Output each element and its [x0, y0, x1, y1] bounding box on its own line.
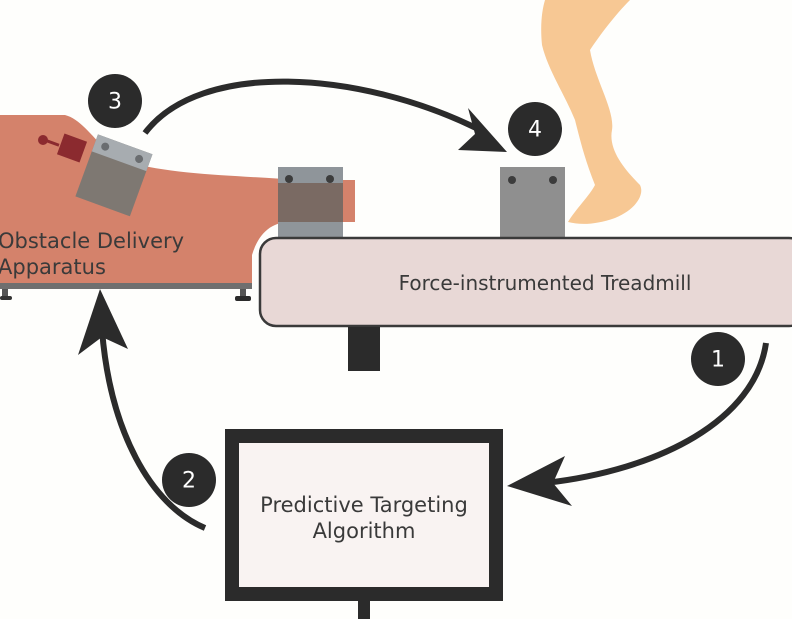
apparatus-foot-left-pad	[0, 296, 12, 300]
apparatus-foot-right	[240, 289, 246, 297]
step-badge-4: 4	[508, 102, 562, 156]
apparatus-label-line2: Apparatus	[0, 255, 106, 279]
actuator-block	[56, 133, 88, 163]
actuator-rod	[45, 139, 60, 147]
apparatus-label-line1: Obstacle Delivery	[0, 229, 184, 253]
svg-text:3: 3	[108, 90, 122, 115]
treadmill-body	[258, 236, 792, 328]
svg-text:4: 4	[528, 118, 542, 143]
algorithm-label-line2: Algorithm	[313, 519, 416, 543]
step-badge-1: 1	[691, 332, 745, 386]
obstacle-on-treadmill	[500, 167, 565, 239]
step-badge-3: 3	[88, 74, 142, 128]
apparatus-body	[0, 115, 355, 285]
treadmill-support	[348, 327, 380, 371]
obstacle-exiting	[278, 167, 343, 239]
arrowhead-step-2	[78, 289, 128, 355]
actuator-knob	[38, 135, 48, 145]
algorithm-box	[225, 429, 503, 601]
apparatus-foot-left	[2, 289, 8, 297]
arrowhead-step-3	[458, 108, 507, 152]
arrow-step-1	[544, 342, 769, 486]
step-badge-2: 2	[162, 453, 216, 507]
svg-text:1: 1	[711, 348, 725, 373]
svg-text:2: 2	[182, 469, 196, 494]
apparatus-base	[0, 283, 252, 289]
obstacle-loaded	[75, 134, 153, 217]
treadmill-label: Force-instrumented Treadmill	[399, 271, 692, 295]
algorithm-stand	[358, 601, 370, 619]
apparatus-foot-right-pad	[235, 296, 251, 301]
arrow-step-3	[142, 78, 482, 135]
arrow-step-2	[99, 329, 207, 531]
leg-illustration	[541, 0, 642, 224]
arrowhead-step-1	[507, 456, 572, 506]
algorithm-label-line1: Predictive Targeting	[260, 493, 468, 517]
